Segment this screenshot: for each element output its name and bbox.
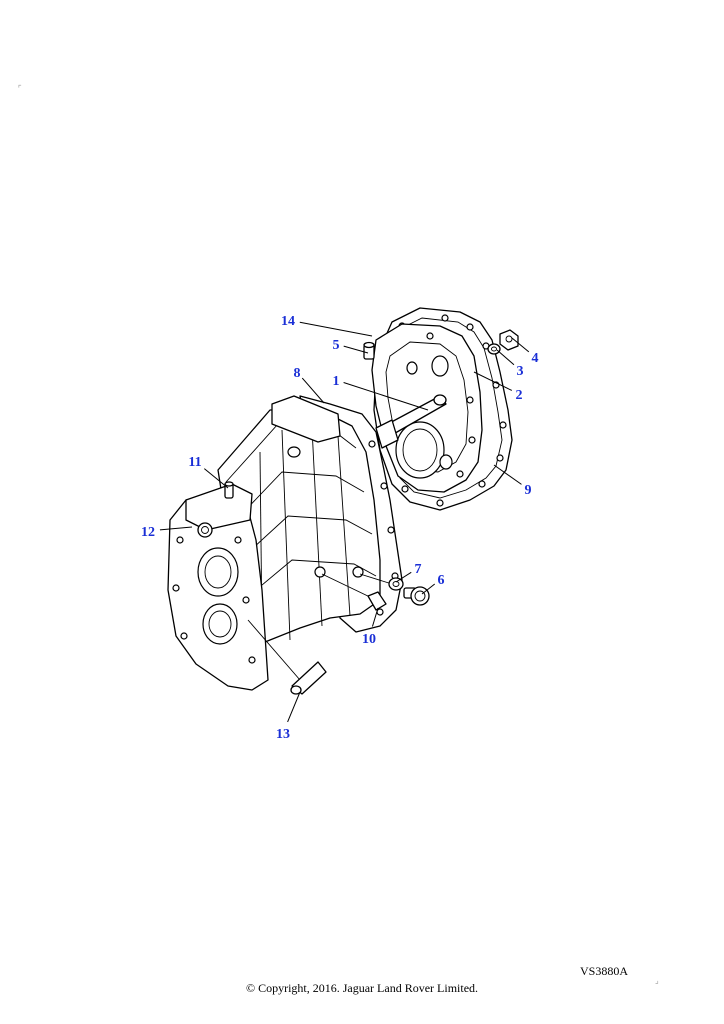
callout-label-7: 7 xyxy=(415,562,422,577)
callout-leader-3 xyxy=(496,349,515,366)
dowel-tube xyxy=(247,619,327,695)
drain-plug xyxy=(321,573,387,611)
callout-leader-7 xyxy=(395,571,412,583)
front-flange xyxy=(167,483,269,691)
copyright-notice: © Copyright, 2016. Jaguar Land Rover Lim… xyxy=(245,981,479,995)
callout-leader-4 xyxy=(511,337,530,353)
callout-label-3: 3 xyxy=(517,364,524,379)
callout-label-13: 13 xyxy=(276,727,290,742)
breather xyxy=(224,481,234,499)
callout-label-5: 5 xyxy=(333,338,340,353)
crop-mark-bottom-right: ⌟ xyxy=(655,976,659,985)
callout-leader-10 xyxy=(371,607,379,627)
callout-label-6: 6 xyxy=(438,573,445,588)
selector-shaft xyxy=(375,394,447,449)
callout-leader-5 xyxy=(343,345,369,354)
callout-leader-2 xyxy=(473,371,513,391)
callout-label-12: 12 xyxy=(141,525,155,540)
nut xyxy=(499,329,519,351)
filler-plug xyxy=(403,586,430,606)
callout-leader-1 xyxy=(343,382,429,411)
plug xyxy=(197,522,213,538)
callout-leader-9 xyxy=(493,464,522,485)
callout-leader-12 xyxy=(159,526,193,531)
washer xyxy=(487,343,501,355)
callout-leader-11 xyxy=(203,468,229,489)
callout-label-1: 1 xyxy=(333,374,340,389)
callout-leader-14 xyxy=(299,321,373,337)
callout-leader-13 xyxy=(287,691,301,723)
callout-label-2: 2 xyxy=(516,388,523,403)
diagram-reference-code: VS3880A xyxy=(580,964,629,978)
stud xyxy=(363,341,375,360)
crop-mark-top-left: ⌜ xyxy=(18,84,22,93)
sealing-washer xyxy=(359,573,404,591)
callout-label-11: 11 xyxy=(188,455,201,470)
callout-label-10: 10 xyxy=(362,632,376,647)
callout-leader-8 xyxy=(301,377,325,404)
callout-label-14: 14 xyxy=(281,314,295,329)
callout-leader-6 xyxy=(421,583,436,595)
callout-label-9: 9 xyxy=(525,483,532,498)
callout-label-8: 8 xyxy=(294,366,301,381)
callout-label-4: 4 xyxy=(532,351,539,366)
